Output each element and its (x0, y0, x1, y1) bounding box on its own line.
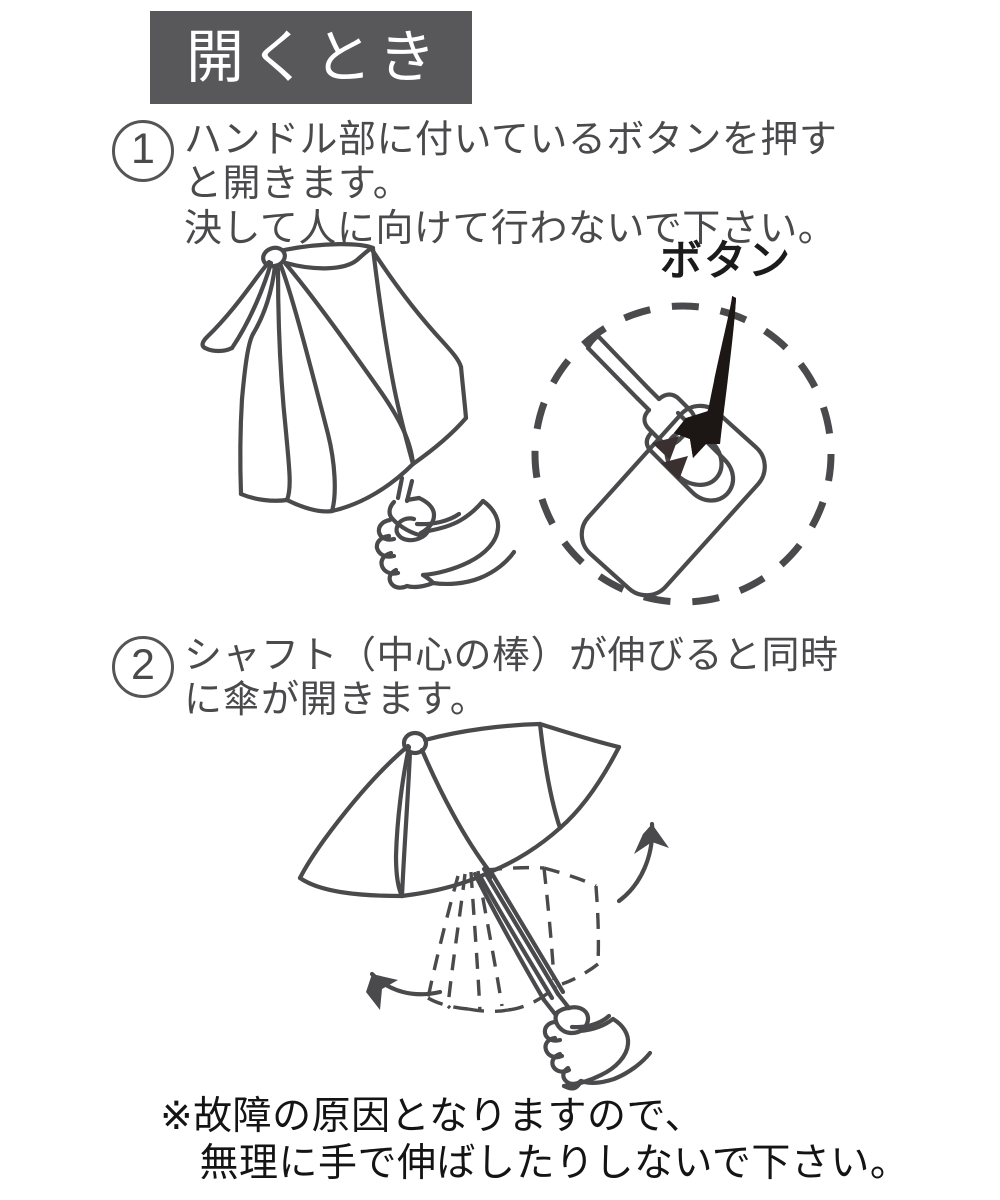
section-header-band: 開くとき (150, 11, 472, 104)
folded-umbrella-illustration (185, 236, 525, 606)
section-title: 開くとき (185, 24, 442, 90)
step-2: 2 シャフト（中心の棒）が伸びると同時 に傘が開きます。 (112, 634, 839, 723)
step-1-number: 1 (112, 120, 174, 182)
opened-umbrella-illustration (272, 716, 682, 1106)
caution-note: ※故障の原因となりますので、 無理に手で伸ばしたりしないで下さい。 (160, 1095, 910, 1185)
step-2-text: シャフト（中心の棒）が伸びると同時 に傘が開きます。 (184, 635, 839, 722)
step-1-text: ハンドル部に付いているボタンを押す と開きます。 決して人に向けて行わないで下さ… (184, 119, 838, 250)
step-1: 1 ハンドル部に付いているボタンを押す と開きます。 決して人に向けて行わないで… (112, 118, 837, 251)
step-2-number: 2 (112, 636, 174, 698)
handle-button-callout-illustration (520, 292, 850, 612)
button-callout-label: ボタン (660, 237, 793, 284)
